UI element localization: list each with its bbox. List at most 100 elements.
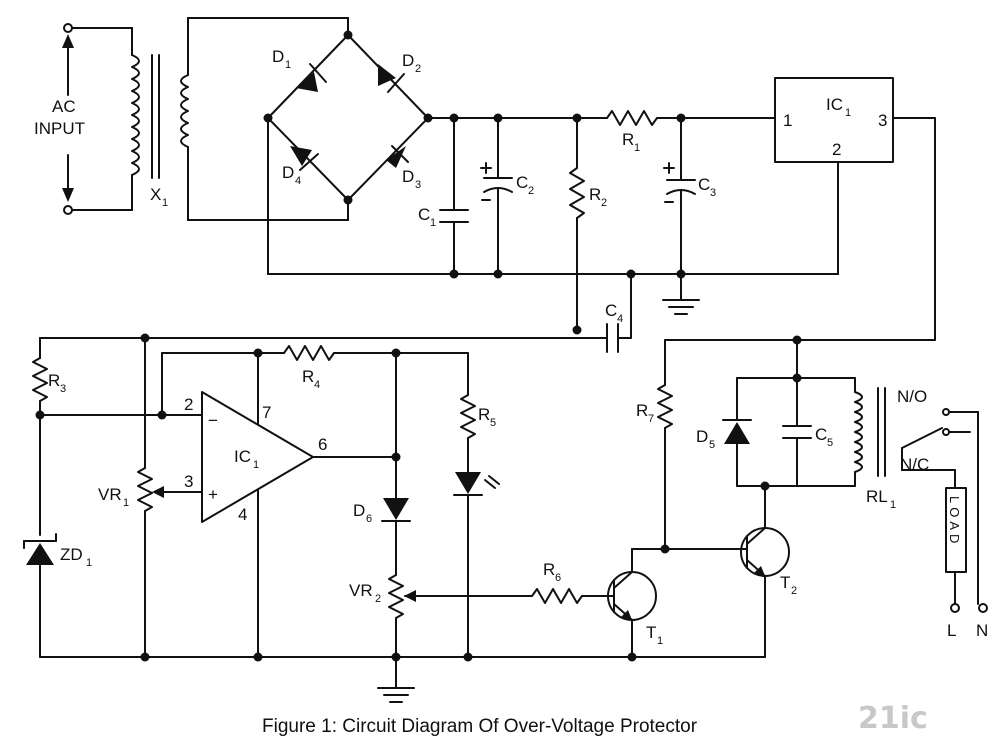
label-x: X (150, 185, 161, 204)
terminal-n (978, 603, 988, 613)
resistor-r7 (657, 384, 673, 429)
capacitor-c2 (480, 117, 513, 275)
capacitor-c4 (39, 273, 632, 353)
ground-symbol-1 (662, 299, 700, 315)
transistor-t1 (607, 548, 657, 658)
label-vr2: VR (349, 581, 373, 600)
capacitor-c3 (663, 117, 696, 301)
resistor-r3 (32, 357, 48, 402)
label-vr1: VR (98, 485, 122, 504)
svg-text:3: 3 (710, 187, 716, 199)
led (453, 472, 500, 496)
relay-rl1 (854, 377, 979, 605)
svg-text:3: 3 (415, 179, 421, 191)
bridge-rectifier (187, 17, 429, 221)
label-c4: C (605, 301, 617, 320)
label-ic-regulator: IC (826, 95, 843, 114)
label-r1: R (622, 130, 634, 149)
junction-dots (35, 30, 802, 662)
label-c5: C (815, 425, 827, 444)
label-r7: R (636, 401, 648, 420)
regulator-ic1 (774, 77, 894, 163)
label-ic-pin3: 3 (878, 111, 887, 130)
svg-text:5: 5 (827, 437, 833, 449)
label-nc: N/C (900, 455, 929, 474)
svg-text:1: 1 (430, 217, 436, 229)
label-t2: T (780, 573, 790, 592)
svg-text:1: 1 (634, 142, 640, 154)
diode-d2 (378, 64, 396, 86)
diode-d3 (386, 146, 406, 168)
label-d1: D (272, 47, 284, 66)
potentiometer-vr2 (388, 574, 533, 689)
resistor-r6 (531, 588, 583, 604)
ground-symbol-2 (377, 687, 415, 703)
label-ic-opamp: IC (234, 447, 251, 466)
resistor-r2 (569, 117, 585, 331)
svg-text:6: 6 (555, 572, 561, 584)
svg-text:1: 1 (253, 459, 259, 471)
label-op-pin4: 4 (238, 505, 247, 524)
transistor-t2 (740, 485, 790, 577)
svg-text:1: 1 (123, 497, 129, 509)
label-c3: C (698, 175, 710, 194)
figure-caption: Figure 1: Circuit Diagram Of Over-Voltag… (262, 716, 698, 737)
resistor-r1 (606, 110, 658, 126)
svg-text:1: 1 (845, 107, 851, 119)
svg-text:1: 1 (657, 635, 663, 647)
label-l: L (947, 621, 956, 640)
label-c2: C (516, 173, 528, 192)
transformer-x1 (131, 17, 189, 221)
label-n: N (976, 621, 988, 640)
diode-d5 (722, 419, 752, 444)
label-op-pin7: 7 (262, 403, 271, 422)
svg-text:2: 2 (791, 585, 797, 597)
label-input: INPUT (34, 119, 85, 138)
capacitor-c5 (782, 377, 812, 487)
label-rl1: RL (866, 487, 888, 506)
zener-zd1 (23, 533, 57, 565)
potentiometer-vr1 (137, 337, 203, 658)
label-op-pin3: 3 (184, 472, 193, 491)
diode-d1 (296, 72, 318, 92)
svg-text:1: 1 (86, 557, 92, 569)
svg-text:5: 5 (490, 417, 496, 429)
svg-text:4: 4 (314, 379, 320, 391)
svg-text:1: 1 (285, 59, 291, 71)
label-t1: T (646, 623, 656, 642)
svg-text:2: 2 (601, 197, 607, 209)
label-d3: D (402, 167, 414, 186)
label-r2: R (589, 185, 601, 204)
label-zd1: ZD (60, 545, 83, 564)
svg-text:2: 2 (415, 63, 421, 75)
svg-text:4: 4 (295, 175, 301, 187)
label-r5: R (478, 405, 490, 424)
resistor-r5 (460, 394, 476, 439)
label-d5: D (696, 427, 708, 446)
svg-text:1: 1 (162, 197, 168, 209)
svg-text:4: 4 (617, 313, 623, 325)
label-load: LOAD (947, 496, 962, 547)
label-op-minus: − (208, 411, 218, 430)
label-d4: D (282, 163, 294, 182)
diode-d4 (290, 146, 312, 166)
watermark-logo: 21ic (858, 701, 928, 736)
ac-input (62, 23, 133, 215)
label-d2: D (402, 51, 414, 70)
label-d6: D (353, 501, 365, 520)
label-c1: C (418, 205, 430, 224)
svg-text:7: 7 (648, 413, 654, 425)
svg-text:5: 5 (709, 439, 715, 451)
label-r3: R (48, 371, 60, 390)
label-op-plus: + (208, 485, 218, 504)
label-op-pin6: 6 (318, 435, 327, 454)
svg-text:1: 1 (890, 499, 896, 511)
labels: AC INPUT X 1 D 1 D 2 D 3 D 4 C 1 C 2 R 2… (34, 47, 988, 737)
label-no: N/O (897, 387, 927, 406)
svg-text:2: 2 (375, 593, 381, 605)
label-r4: R (302, 367, 314, 386)
label-op-pin2: 2 (184, 395, 193, 414)
resistor-r4 (283, 345, 335, 361)
